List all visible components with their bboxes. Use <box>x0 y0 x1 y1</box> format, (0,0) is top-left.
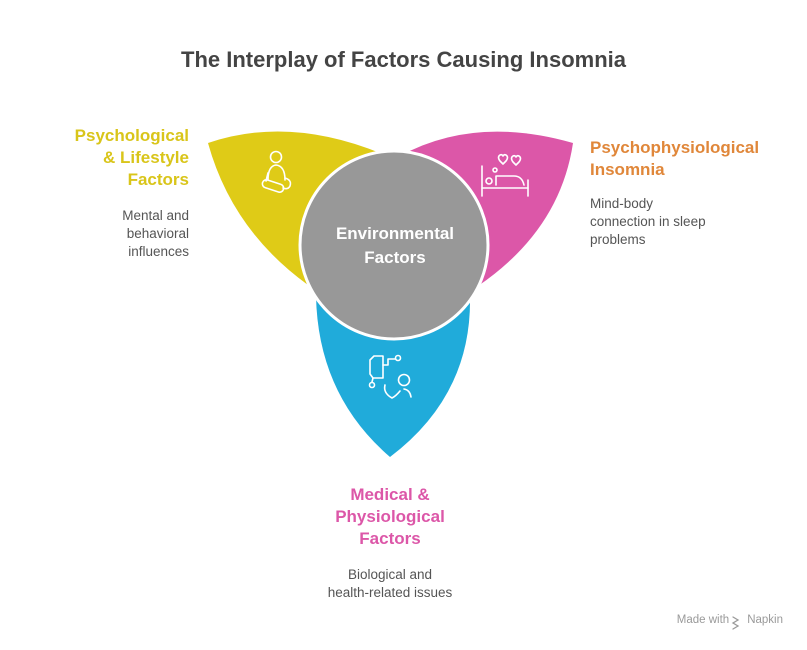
desc-line: connection in sleep <box>590 214 706 229</box>
segment-desc-psychological-lifestyle: Mental and behavioral influences <box>122 207 189 261</box>
segment-title-psychophysiological-insomnia: Psychophysiological Insomnia <box>590 137 759 181</box>
segment-title-medical-physiological: Medical & Physiological Factors <box>290 484 490 550</box>
segment-desc-psychophysiological-insomnia: Mind-body connection in sleep problems <box>590 195 706 249</box>
made-with-napkin-footer: Made with Napkin <box>677 614 783 626</box>
page-title: The Interplay of Factors Causing Insomni… <box>181 47 626 72</box>
napkin-logo-icon <box>731 616 740 630</box>
center-label-line2: Factors <box>364 248 426 267</box>
footer-made-with: Made with <box>676 614 730 626</box>
desc-line: Mental and <box>122 208 189 223</box>
title-line: Insomnia <box>590 160 665 179</box>
petal-medical-physiological <box>316 296 471 457</box>
title-line: Psychological <box>74 126 189 145</box>
center-label: Environmental Factors <box>300 222 490 270</box>
bed-hearts-icon <box>481 153 529 197</box>
center-circle <box>298 149 490 341</box>
meditation-person-icon <box>261 150 292 193</box>
desc-line: influences <box>128 244 189 259</box>
segment-desc-medical-physiological: Biological and health-related issues <box>290 566 490 602</box>
footer-brand: Napkin <box>747 614 783 626</box>
title-line: Factors <box>127 170 189 189</box>
title-line: & Lifestyle <box>103 148 189 167</box>
title-line: Physiological <box>335 507 445 526</box>
title-line: Factors <box>359 529 421 548</box>
center-label-line1: Environmental <box>335 224 455 243</box>
desc-line: problems <box>590 232 646 247</box>
desc-line: behavioral <box>126 226 189 241</box>
segment-title-psychological-lifestyle: Psychological & Lifestyle Factors <box>75 125 189 191</box>
title-line: Psychophysiological <box>590 138 760 157</box>
desc-line: Biological and <box>347 567 433 582</box>
desc-line: health-related issues <box>327 585 453 600</box>
title-line: Medical & <box>350 485 430 504</box>
desc-line: Mind-body <box>590 196 654 211</box>
iv-drip-patient-icon <box>368 354 412 399</box>
